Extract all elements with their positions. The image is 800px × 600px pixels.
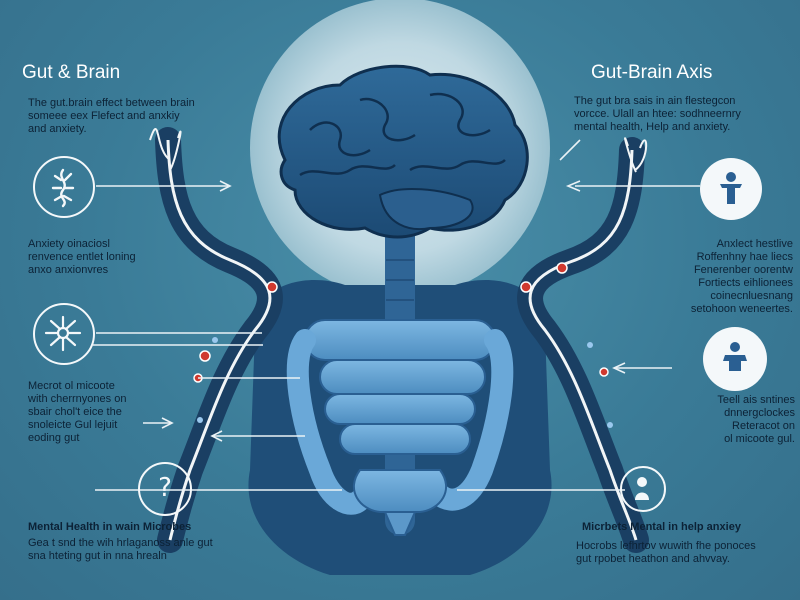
title-left: Gut & Brain [22, 62, 121, 83]
text-right-bottom: Hocrobs lefhrtov wuwith fhe ponoces gut … [576, 540, 756, 565]
heading-right-bottom: Micrbets Mental in help anxiey [582, 521, 741, 533]
microbe-icon [33, 156, 95, 218]
bacteria-icon [33, 303, 95, 365]
title-right: Gut-Brain Axis [591, 62, 713, 83]
text-left-low: Mecrot ol micoote with cherrnyones on sb… [28, 380, 127, 444]
question-icon: ? [138, 462, 192, 516]
text-left-mid: Anxiety oinaciosl renvence entlet loning… [28, 238, 136, 276]
person-meditate-icon [703, 327, 767, 391]
intestines [286, 319, 514, 536]
text-right-mid: Anxlect hestlive Roffenhny hae liecs Fen… [690, 238, 793, 315]
person-head-icon [620, 466, 666, 512]
nerve-right [517, 137, 649, 553]
person-icon [700, 158, 762, 220]
leader-lines [93, 139, 700, 491]
text-right-low: Teell ais sntines dnnergclockes Reteraco… [717, 394, 795, 445]
text-left-top: The gut.brain effect between brain somee… [28, 97, 195, 135]
text-right-top: The gut bra sais in ain flestegcon vorcc… [574, 95, 741, 133]
nerve-dots [193, 262, 613, 428]
brain [277, 64, 529, 239]
text-left-bottom: Gea t snd the wih hrlaganoss anle gut sn… [28, 537, 213, 562]
heading-left-bottom: Mental Health in wain Microbes [28, 521, 192, 533]
